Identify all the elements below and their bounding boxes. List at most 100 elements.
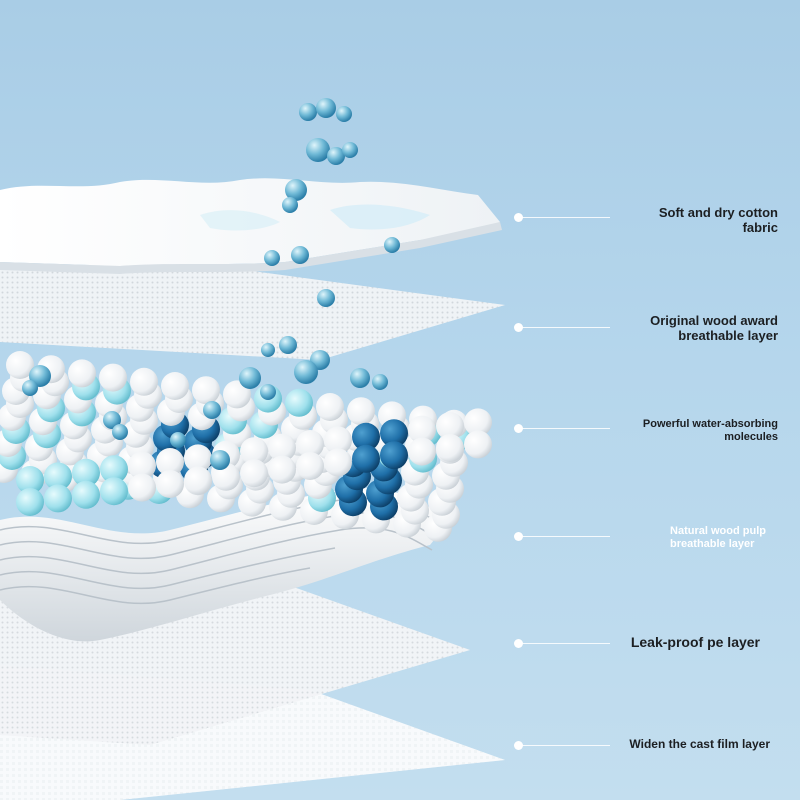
sap-bead [324,448,352,477]
water-droplet [294,360,318,384]
label-line: Natural wood pulp [670,525,766,537]
sap-bead [268,433,296,462]
sap-bead [16,466,44,494]
label-cast-film: Widen the cast film layer [629,737,770,752]
sap-bead [100,455,128,484]
sap-bead [223,380,251,409]
water-droplet [170,432,186,448]
sap-bead [184,444,212,473]
sap-bead [44,462,72,491]
sap-bead [436,434,464,462]
label-line: breathable layer [670,537,755,550]
sap-bead [464,408,492,437]
label-line: Leak-proof pe layer [630,634,760,650]
sap-bead-layer [0,351,492,542]
water-droplet [316,98,336,118]
label-water-absorbing: Powerful water-absorbing molecules [643,418,778,443]
water-droplet [279,336,297,354]
sap-bead [192,376,220,405]
callout-dot [514,323,523,332]
label-leak-proof: Leak-proof pe layer [631,634,760,650]
label-cotton-fabric: Soft and dry cotton fabric [658,205,778,236]
sap-bead [44,484,72,513]
sap-bead [72,458,100,487]
label-breathable-layer: Original wood award breathable layer [650,313,778,344]
sap-bead [72,480,100,509]
sap-bead [156,470,184,498]
sap-bead [16,488,44,516]
water-droplet [282,197,298,213]
water-droplet [350,368,370,388]
water-droplet [342,142,358,158]
callout-line-3 [514,424,610,433]
water-droplet [264,250,280,266]
water-droplets [22,98,400,470]
label-line: Original wood award [650,313,778,328]
water-droplet [299,103,317,121]
sap-bead [184,466,212,495]
sap-bead [352,422,380,451]
sap-bead [436,412,464,440]
sap-bead [130,367,158,396]
sap-bead [99,363,127,392]
callout-line-6 [514,741,610,750]
label-line: Powerful water-absorbing [642,418,778,430]
callout-dot [514,424,523,433]
sap-bead [68,359,96,388]
water-droplet [327,147,345,165]
water-droplet [203,401,221,419]
water-droplet [285,179,307,201]
water-droplet [261,343,275,357]
label-line: fabric [742,219,778,235]
sap-bead [100,477,128,506]
callout-dot [514,532,523,541]
sap-bead [161,372,189,400]
sap-bead [240,437,268,466]
callout-dot [514,213,523,222]
water-droplet [336,106,352,122]
water-droplet [260,384,276,400]
sap-bead [408,415,436,444]
sap-bead [268,455,296,484]
label-line: Soft and dry cotton [658,205,778,220]
water-droplet [22,380,38,396]
cotton-fabric-layer [0,178,502,274]
breathable-mesh-layer [0,262,505,360]
sap-bead [408,437,436,466]
sap-bead [380,419,408,448]
callout-line-5 [514,639,610,648]
water-droplet [291,246,309,264]
water-droplet [384,237,400,253]
sap-bead [380,441,408,470]
water-droplet [112,424,128,440]
sap-bead [296,430,324,458]
sap-bead [296,452,324,480]
callout-dot [514,741,523,750]
sap-bead [240,459,268,488]
sap-bead [464,430,492,459]
water-droplet [239,367,261,389]
sap-bead [352,444,380,473]
callout-dot [514,639,523,648]
label-line: molecules [724,430,778,443]
water-droplet [317,289,335,307]
callout-line-1 [514,213,610,222]
water-droplet [306,138,330,162]
sap-bead [347,397,375,426]
label-line: breathable layer [678,327,778,343]
water-droplet [210,450,230,470]
sap-bead [156,448,184,476]
callout-line-2 [514,323,610,332]
sap-bead [285,388,313,417]
water-droplet [103,411,121,429]
water-droplet [372,374,388,390]
label-line: Widen the cast film layer [629,737,770,751]
label-wood-pulp: Natural wood pulp breathable layer [670,525,766,550]
sap-bead [128,473,156,502]
sap-bead [128,451,156,480]
sap-bead [324,426,352,455]
callout-line-4 [514,532,610,541]
sap-bead [6,351,34,379]
sap-bead [316,393,344,421]
